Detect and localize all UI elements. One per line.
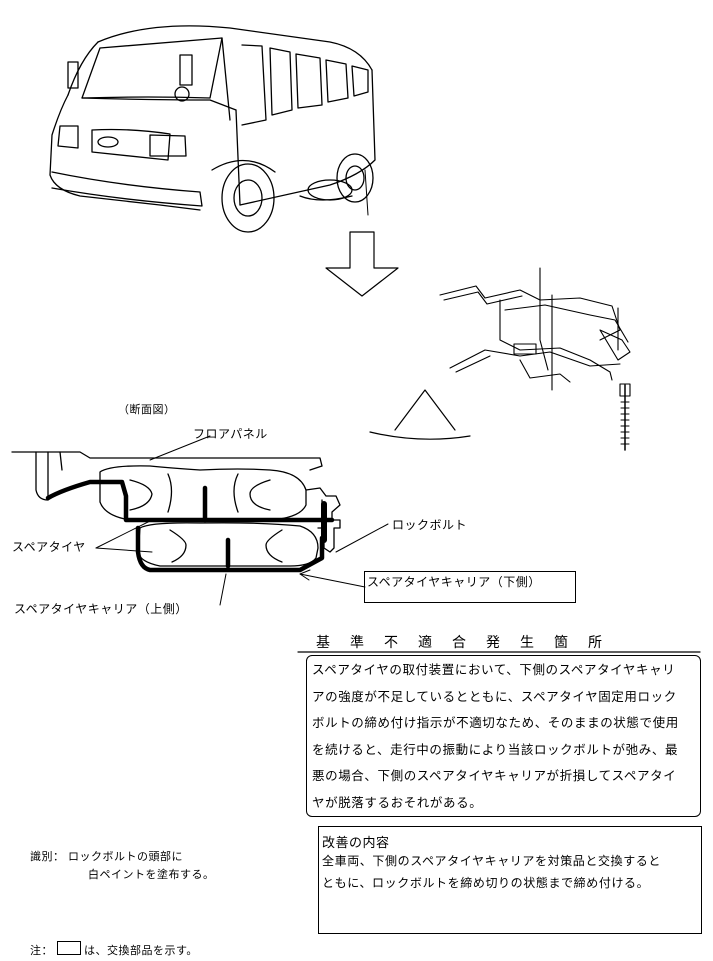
- identification-line1: ロックボルトの頭部に: [68, 850, 183, 863]
- section-view-label: （断面図）: [118, 403, 176, 416]
- carrier-bars: [45, 479, 335, 573]
- note-text: は、交換部品を示す。: [84, 944, 198, 957]
- triangle-pointer-icon: [369, 389, 471, 440]
- remedy-line: 全車両、下側のスペアタイヤキャリアを対策品と交換すると: [322, 854, 662, 868]
- remedy-text: 全車両、下側のスペアタイヤキャリアを対策品と交換すると ともに、ロックボルトを締…: [322, 850, 707, 894]
- carrier-upper-label: スペアタイヤキャリア（上側）: [14, 602, 188, 616]
- spare-tire-label: スペアタイヤ: [12, 540, 86, 554]
- identification-line2: 白ペイントを塗布する。: [88, 868, 215, 881]
- down-arrow-icon: [325, 231, 399, 297]
- defect-line: スペアタイヤの取付装置において、下側のスペアタイヤキャリ: [312, 662, 676, 677]
- carrier-perspective-illustration: [439, 267, 631, 451]
- van-illustration: [49, 25, 376, 233]
- carrier-lower-label: スペアタイヤキャリア（下側）: [367, 575, 541, 589]
- defect-line: ヤが脱落するおそれがある。: [312, 794, 483, 810]
- replacement-part-box: [364, 571, 576, 603]
- defect-line: アの強度が不足しているとともに、スペアタイヤ固定用ロック: [312, 688, 677, 704]
- defect-line: ボルトの締め付け指示が不適切なため、そのままの状態で使用: [312, 715, 679, 730]
- defect-text: スペアタイヤの取付装置において、下側のスペアタイヤキャリ アの強度が不足している…: [312, 657, 702, 816]
- defect-box: [306, 655, 701, 817]
- defect-line: を続けると、走行中の振動により当該ロックボルトが弛み、最: [312, 741, 679, 757]
- remedy-line: ともに、ロックボルトを締め切りの状態まで締め付ける。: [322, 876, 650, 890]
- lock-bolt-label: ロックボルト: [392, 518, 468, 532]
- defect-line: 悪の場合、下側のスペアタイヤキャリアが折損してスペアタイ: [312, 768, 677, 783]
- floor-panel-label: フロアパネル: [193, 427, 268, 441]
- note-prefix: 注：: [30, 944, 53, 957]
- note-box-icon: [57, 941, 81, 955]
- defect-heading: 基準不適合発生箇所: [316, 635, 622, 651]
- remedy-heading: 改善の内容: [322, 836, 390, 851]
- remedy-box: [318, 826, 702, 934]
- identification-label: 識別：: [30, 850, 65, 863]
